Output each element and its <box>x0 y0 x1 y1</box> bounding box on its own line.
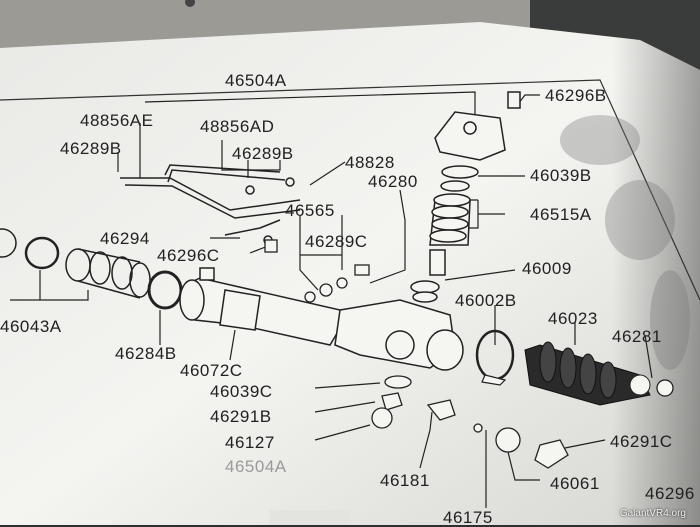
small-parts <box>371 375 569 469</box>
label-48828: 48828 <box>345 153 395 172</box>
ring-46043a <box>24 236 60 270</box>
label-46515a: 46515A <box>530 205 592 224</box>
label-46281: 46281 <box>612 327 662 346</box>
label-46289c: 46289C <box>305 232 368 251</box>
label-48856ae: 48856AE <box>80 111 154 130</box>
label-46061: 46061 <box>550 474 600 493</box>
label-46280: 46280 <box>368 172 418 191</box>
valve-stack <box>410 91 521 303</box>
label-46039b: 46039B <box>530 166 592 185</box>
label-46127: 46127 <box>225 433 275 452</box>
clamp-tab <box>481 374 507 386</box>
label-46289b-left: 46289B <box>60 139 122 158</box>
boot-46023 <box>524 341 651 406</box>
label-48856ad: 48856AD <box>200 117 275 136</box>
bottom-fade <box>270 510 350 525</box>
watermark: GalantVR4.org <box>619 508 686 519</box>
label-46504a-faded: 46504A <box>225 457 287 476</box>
label-46002b: 46002B <box>455 291 517 310</box>
pipes <box>120 164 301 245</box>
dirt-smudges <box>560 115 690 370</box>
label-46009: 46009 <box>522 259 572 278</box>
label-46039c: 46039C <box>210 382 273 401</box>
label-title-46504a: 46504A <box>225 71 287 90</box>
label-46565: 46565 <box>285 201 335 220</box>
nut-46281 <box>656 379 674 397</box>
label-46289b-mid: 46289B <box>232 144 294 163</box>
label-46291c: 46291C <box>610 432 673 451</box>
label-46296c: 46296C <box>157 246 220 265</box>
label-46296-partial: 46296 <box>645 484 695 503</box>
label-46284b: 46284B <box>115 344 177 363</box>
label-46175: 46175 <box>443 508 493 527</box>
rack-housing <box>179 267 464 371</box>
label-46181: 46181 <box>380 471 430 490</box>
label-46023: 46023 <box>548 309 598 328</box>
partial-disc <box>0 228 17 258</box>
fittings <box>264 239 370 303</box>
label-46294: 46294 <box>100 229 150 248</box>
label-46072c: 46072C <box>180 361 243 380</box>
leader-lines <box>10 91 653 508</box>
corner-screw-icon <box>185 0 195 7</box>
paper-shadow <box>480 22 700 525</box>
label-46291b: 46291B <box>210 407 272 426</box>
page-frame-line <box>0 79 700 301</box>
label-46296b-top: 46296B <box>545 86 607 105</box>
label-46043a: 46043A <box>0 317 62 336</box>
